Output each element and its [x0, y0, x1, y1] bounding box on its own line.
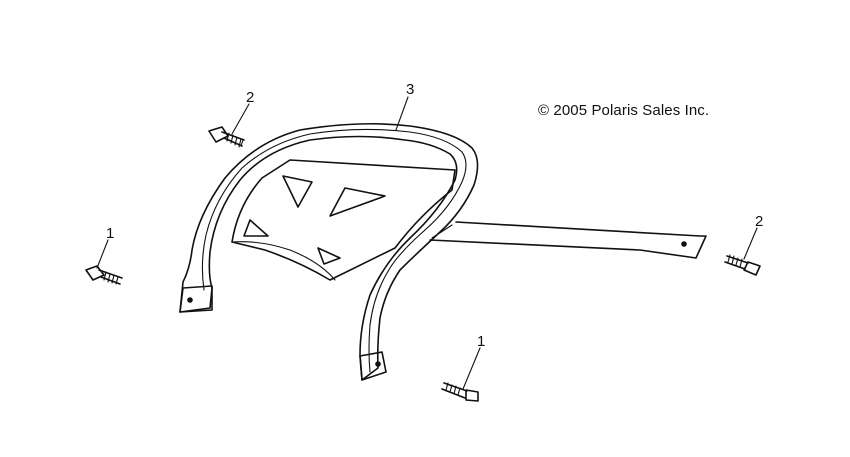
- leader-lines: [96, 96, 758, 390]
- callout-bolt-right: 2: [755, 213, 763, 230]
- bolt-bottom: [441, 382, 479, 402]
- callout-bolt-top-left: 2: [246, 89, 254, 106]
- callout-bolt-left: 1: [106, 225, 114, 242]
- bolt-left: [85, 265, 123, 285]
- copyright-notice: © 2005 Polaris Sales Inc.: [538, 102, 710, 119]
- bolt-right: [724, 254, 761, 276]
- callout-bolt-bottom: 1: [477, 333, 485, 350]
- rack-part-3: [179, 122, 707, 381]
- bolt-top-left: [208, 126, 245, 148]
- callout-rack: 3: [406, 81, 414, 98]
